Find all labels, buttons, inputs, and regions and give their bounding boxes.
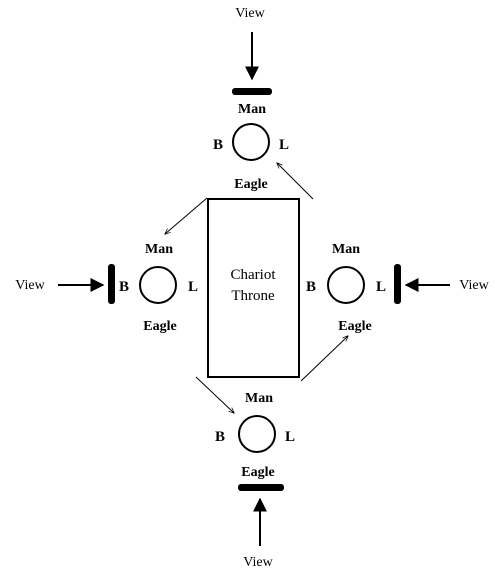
bottom-barrier <box>238 484 284 491</box>
left-b-label: B <box>119 279 129 295</box>
top-view-label: View <box>235 6 265 21</box>
bottom-eagle-label: Eagle <box>241 465 274 480</box>
top-wheel <box>232 123 270 161</box>
left-l-label: L <box>188 279 198 295</box>
bottom-l-label: L <box>285 429 295 445</box>
left-view-label: View <box>15 278 45 293</box>
rotation-arrow-top-right <box>277 163 314 200</box>
right-l-label: L <box>376 279 386 295</box>
center-label-line2: Throne <box>231 288 275 304</box>
right-eagle-label: Eagle <box>338 319 371 334</box>
right-barrier <box>394 264 401 304</box>
top-barrier <box>232 88 272 95</box>
bottom-man-label: Man <box>245 391 273 406</box>
top-eagle-label: Eagle <box>234 177 267 192</box>
left-man-label: Man <box>145 242 173 257</box>
rotation-arrow-top-left <box>165 197 208 234</box>
left-eagle-label: Eagle <box>143 319 176 334</box>
top-b-label: B <box>213 137 223 153</box>
rotation-arrow-bottom-left <box>195 376 234 413</box>
right-wheel <box>327 266 365 304</box>
chariot-throne-box <box>207 198 300 378</box>
rotation-arrow-bottom-right <box>300 336 348 382</box>
right-b-label: B <box>306 279 316 295</box>
right-man-label: Man <box>332 242 360 257</box>
left-barrier <box>108 264 115 304</box>
bottom-b-label: B <box>215 429 225 445</box>
top-l-label: L <box>279 137 289 153</box>
top-man-label: Man <box>238 102 266 117</box>
right-view-label: View <box>459 278 489 293</box>
center-label-line1: Chariot <box>231 267 277 283</box>
bottom-wheel <box>238 415 276 453</box>
left-wheel <box>139 266 177 304</box>
bottom-view-label: View <box>243 555 273 570</box>
